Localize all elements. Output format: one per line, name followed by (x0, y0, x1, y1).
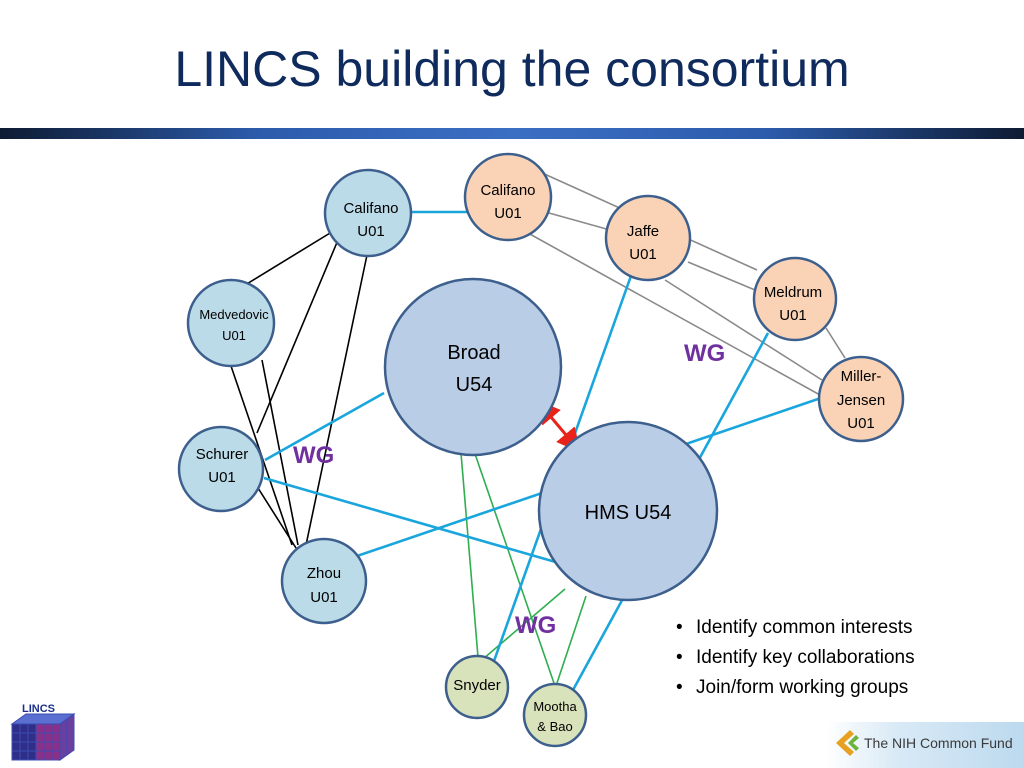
node-label: Zhou (307, 565, 341, 582)
node-califano-u01-right: Califano U01 (463, 152, 553, 242)
link-hms-snyder (482, 588, 566, 660)
node-label: Jaffe (627, 223, 659, 240)
title-divider-bar (0, 128, 1024, 139)
nih-chevron-icon (836, 730, 859, 756)
nih-common-fund-text: The NIH Common Fund (864, 735, 1013, 751)
node-meldrum-u01: Meldrum U01 (752, 256, 838, 342)
goals-bullet-list: Identify common interests Identify key c… (672, 613, 915, 703)
link-califano-medvedovic (231, 229, 336, 294)
node-snyder: Snyder (444, 654, 510, 720)
link-hms-mootha (555, 595, 587, 687)
node-label: Schurer (196, 446, 249, 463)
bullet-item: Join/form working groups (672, 673, 915, 703)
node-label: U01 (494, 205, 522, 222)
link-jaffe-meldrum (687, 261, 756, 291)
node-label: Jensen (837, 392, 885, 409)
node-label: Meldrum (764, 284, 822, 301)
node-jaffe-u01: Jaffe U01 (604, 194, 692, 282)
node-label: Califano (480, 182, 535, 199)
lincs-logo (10, 713, 76, 761)
link-meldrum-millerjensen (825, 327, 846, 359)
link-califano-r-jaffe (548, 212, 611, 231)
node-hms-u54: HMS U54 (537, 420, 719, 602)
lincs-logo-text: LINCS (22, 703, 55, 715)
node-califano-u01-left: Califano U01 (323, 168, 413, 258)
node-label: U01 (847, 415, 875, 432)
slide-title: LINCS building the consortium (174, 41, 850, 97)
nih-common-fund-banner (826, 722, 1024, 768)
wg-label-top-right: WG (684, 340, 725, 367)
link-jaffe-millerjensen (664, 279, 823, 381)
green-links (460, 450, 587, 690)
link-califano-r-millerjensen (527, 232, 821, 396)
node-label: & Bao (537, 719, 572, 734)
node-label: U01 (357, 223, 385, 240)
node-label: U01 (222, 328, 246, 343)
node-label: HMS U54 (585, 502, 672, 524)
node-broad-u54: Broad U54 (383, 277, 563, 457)
link-broad-mootha (473, 450, 557, 690)
black-links (230, 229, 368, 549)
node-label: U01 (310, 589, 338, 606)
node-schurer-u01: Schurer U01 (177, 425, 265, 513)
link-schurer-broad (264, 391, 385, 462)
node-label: U01 (629, 246, 657, 263)
wg-label-bottom: WG (515, 612, 556, 639)
bullet-item: Identify key collaborations (672, 643, 915, 673)
node-label: Snyder (453, 677, 501, 694)
node-medvedovic-u01: Medvedovic U01 (186, 278, 276, 368)
node-label: Califano (343, 200, 398, 217)
node-label: U54 (456, 374, 493, 396)
node-label: U01 (208, 469, 236, 486)
bullet-item: Identify common interests (672, 613, 915, 643)
wg-label-middle-left: WG (293, 442, 334, 469)
node-label: U01 (779, 307, 807, 324)
node-label: Broad (447, 342, 500, 364)
node-label: Medvedovic (199, 307, 269, 322)
link-schurer-hms (263, 476, 560, 565)
node-zhou-u01: Zhou U01 (280, 537, 368, 625)
node-miller-jensen-u01: Miller- Jensen U01 (817, 355, 905, 443)
link-schurer-zhou (257, 487, 297, 549)
node-mootha-bao: Mootha & Bao (522, 682, 588, 748)
node-label: Miller- (841, 368, 882, 385)
link-broad-snyder (460, 452, 479, 658)
node-label: Mootha (533, 699, 577, 714)
link-califano-zhou (305, 254, 368, 546)
